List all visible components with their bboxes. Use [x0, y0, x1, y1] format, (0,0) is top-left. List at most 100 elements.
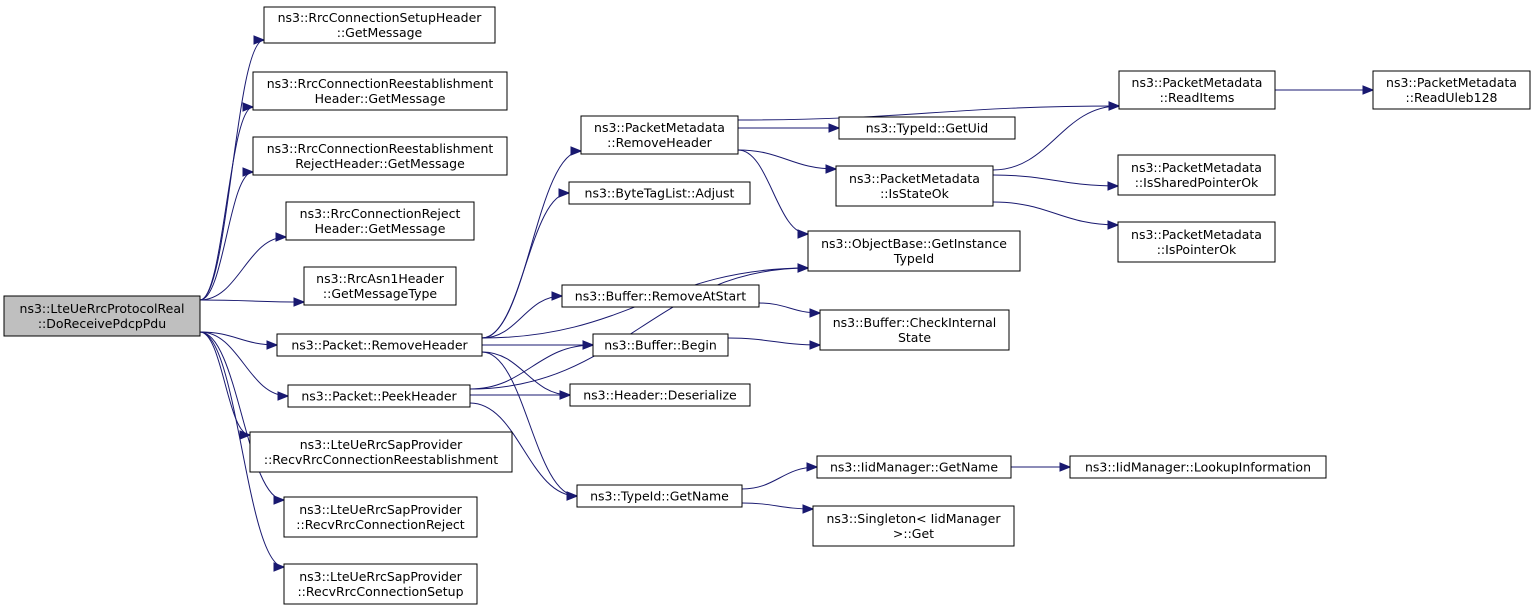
edge-pm_isstate-to-pm_pointer — [992, 201, 1119, 226]
edge-pm_isstate-to-pm_readitems — [992, 105, 1120, 171]
node-label-reest_hdr-0: ns3::RrcConnectionReestablishment — [267, 76, 494, 91]
node-label-buf_begin-0: ns3::Buffer::Begin — [604, 338, 717, 353]
node-root[interactable]: ns3::LteUeRrcProtocolReal::DoReceivePdcp… — [3, 295, 201, 337]
node-btl_adjust[interactable]: ns3::ByteTagList::Adjust — [568, 181, 751, 205]
node-box-buf_remove — [561, 284, 760, 308]
node-reest_rej[interactable]: ns3::RrcConnectionReestablishmentRejectH… — [252, 136, 508, 176]
node-buf_begin[interactable]: ns3::Buffer::Begin — [592, 333, 729, 357]
node-iid_lookup[interactable]: ns3::IidManager::LookupInformation — [1069, 455, 1327, 479]
node-sap_setup[interactable]: ns3::LteUeRrcSapProvider::RecvRrcConnect… — [283, 563, 478, 605]
node-pm_remove[interactable]: ns3::PacketMetadata::RemoveHeader — [580, 115, 739, 155]
node-label-reest_rej-0: ns3::RrcConnectionReestablishment — [267, 141, 494, 156]
arrowhead-pm_isstate-to-pm_readitems — [1108, 101, 1121, 111]
edge-root-to-sap_setup — [199, 331, 285, 568]
node-label-reject_hdr-1: Header::GetMessage — [315, 221, 446, 236]
edge-pm_isstate-to-pm_shared — [992, 174, 1119, 187]
node-label-ob_getinst-1: TypeId — [893, 251, 934, 266]
node-pm_readitems[interactable]: ns3::PacketMetadata::ReadItems — [1118, 70, 1276, 110]
arrowhead-pm_remove-to-ob_getinst — [797, 229, 810, 239]
arrowhead-root-to-reest_rej — [242, 167, 255, 177]
node-label-pkt_peek-0: ns3::Packet::PeekHeader — [301, 389, 457, 404]
node-pm_pointer[interactable]: ns3::PacketMetadata::IsPointerOk — [1117, 221, 1276, 263]
node-label-reject_hdr-0: ns3::RrcConnectionReject — [300, 206, 461, 221]
node-pkt_remove[interactable]: ns3::Packet::RemoveHeader — [276, 333, 483, 357]
arrowhead-iid_getname-to-iid_lookup — [1059, 462, 1072, 472]
node-box-setup_hdr — [263, 6, 496, 44]
node-box-pm_shared — [1117, 154, 1276, 196]
node-label-hdr_deser-0: ns3::Header::Deserialize — [583, 388, 737, 403]
edge-root-to-pkt_peek — [199, 331, 289, 397]
edge-pkt_remove-to-btl_adjust — [481, 192, 570, 339]
node-label-pm_shared-1: ::IsSharedPointerOk — [1135, 175, 1259, 190]
edge-pkt_remove-to-tid_getname — [481, 351, 578, 497]
arrowhead-root-to-sap_setup — [273, 562, 286, 572]
node-label-root-0: ns3::LteUeRrcProtocolReal — [20, 301, 185, 316]
arrowhead-root-to-pkt_peek — [277, 391, 290, 401]
node-box-reest_rej — [252, 136, 508, 176]
edge-tid_getname-to-singleton — [741, 502, 814, 510]
node-label-pm_pointer-0: ns3::PacketMetadata — [1131, 227, 1262, 242]
node-label-buf_check-1: State — [898, 330, 931, 345]
node-iid_getname[interactable]: ns3::IidManager::GetName — [816, 455, 1012, 479]
edge-pm_remove-to-pm_isstate — [737, 149, 837, 170]
edge-pkt_peek-to-tid_getname — [469, 402, 578, 497]
arrowhead-buf_remove-to-buf_check — [809, 308, 822, 318]
node-asn1[interactable]: ns3::RrcAsn1Header::GetMessageType — [303, 266, 457, 306]
arrowhead-pm_remove-to-tid_getuid — [828, 123, 841, 133]
arrowhead-root-to-sap_reject — [273, 495, 286, 505]
arrowhead-buf_begin-to-buf_check — [809, 340, 822, 350]
node-pkt_peek[interactable]: ns3::Packet::PeekHeader — [287, 384, 471, 408]
node-box-ob_getinst — [807, 230, 1021, 272]
arrowhead-pkt_peek-to-buf_begin — [582, 340, 595, 350]
node-box-buf_check — [819, 309, 1010, 351]
node-label-iid_getname-0: ns3::IidManager::GetName — [830, 460, 998, 475]
node-box-pm_uleb — [1372, 70, 1531, 110]
node-sap_reject[interactable]: ns3::LteUeRrcSapProvider::RecvRrcConnect… — [283, 496, 478, 538]
node-label-tid_getuid-0: ns3::TypeId::GetUid — [866, 121, 988, 136]
node-buf_remove[interactable]: ns3::Buffer::RemoveAtStart — [561, 284, 760, 308]
edge-root-to-sap_reject — [199, 331, 285, 501]
node-hdr_deser[interactable]: ns3::Header::Deserialize — [569, 383, 751, 407]
node-label-pm_readitems-0: ns3::PacketMetadata — [1132, 75, 1263, 90]
node-box-sap_reject — [283, 496, 478, 538]
node-box-singleton — [812, 505, 1015, 547]
node-reest_hdr[interactable]: ns3::RrcConnectionReestablishmentHeader:… — [252, 71, 508, 111]
arrowhead-root-to-asn1 — [293, 297, 306, 307]
edge-tid_getname-to-iid_getname — [741, 466, 818, 490]
node-pm_uleb[interactable]: ns3::PacketMetadata::ReadUleb128 — [1372, 70, 1531, 110]
edge-pm_remove-to-pm_readitems — [737, 105, 1120, 121]
node-label-setup_hdr-1: ::GetMessage — [337, 25, 423, 40]
node-singleton[interactable]: ns3::Singleton< IidManager>::Get — [812, 505, 1015, 547]
node-pm_isstate[interactable]: ns3::PacketMetadata::IsStateOk — [835, 165, 994, 207]
node-box-pm_remove — [580, 115, 739, 155]
node-reject_hdr[interactable]: ns3::RrcConnectionRejectHeader::GetMessa… — [285, 201, 475, 241]
node-box-tid_getuid — [838, 116, 1016, 140]
node-label-asn1-0: ns3::RrcAsn1Header — [316, 271, 445, 286]
edge-root-to-reest_rej — [199, 171, 254, 301]
node-box-buf_begin — [592, 333, 729, 357]
arrowhead-pkt_peek-to-tid_getname — [566, 491, 579, 501]
node-setup_hdr[interactable]: ns3::RrcConnectionSetupHeader::GetMessag… — [263, 6, 496, 44]
node-box-pm_readitems — [1118, 70, 1276, 110]
node-box-btl_adjust — [568, 181, 751, 205]
node-label-btl_adjust-0: ns3::ByteTagList::Adjust — [585, 186, 735, 201]
node-tid_getuid[interactable]: ns3::TypeId::GetUid — [838, 116, 1016, 140]
node-label-pm_remove-1: ::RemoveHeader — [607, 135, 713, 150]
node-tid_getname[interactable]: ns3::TypeId::GetName — [576, 484, 743, 508]
node-box-iid_getname — [816, 455, 1012, 479]
arrowhead-pm_isstate-to-pm_shared — [1107, 181, 1120, 191]
arrowhead-tid_getname-to-singleton — [802, 504, 815, 514]
node-sap_reest[interactable]: ns3::LteUeRrcSapProvider::RecvRrcConnect… — [249, 431, 513, 473]
arrowhead-root-to-pkt_remove — [266, 340, 279, 350]
edge-buf_begin-to-buf_check — [727, 337, 821, 346]
node-label-asn1-1: ::GetMessageType — [323, 286, 438, 301]
node-box-root — [3, 295, 201, 337]
node-pm_shared[interactable]: ns3::PacketMetadata::IsSharedPointerOk — [1117, 154, 1276, 196]
arrowhead-root-to-sap_reest — [239, 430, 252, 440]
edge-pkt_peek-to-buf_begin — [469, 344, 594, 390]
edge-root-to-reject_hdr — [199, 236, 287, 301]
arrowhead-pm_remove-to-pm_isstate — [825, 164, 838, 174]
arrowhead-root-to-reject_hdr — [275, 232, 288, 242]
